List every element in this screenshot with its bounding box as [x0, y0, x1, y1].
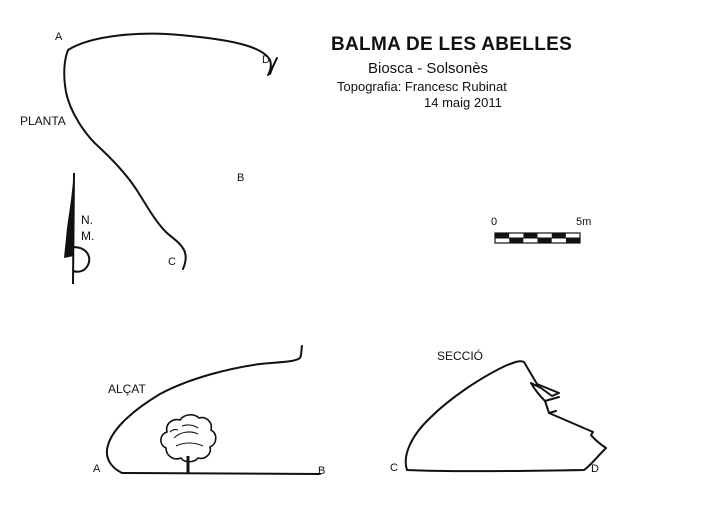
- plan-point-c: C: [168, 256, 176, 268]
- survey-title: BALMA DE LES ABELLES: [331, 34, 573, 55]
- elevation-point-a: A: [93, 463, 101, 475]
- scale-start-label: 0: [491, 216, 498, 228]
- scale-segment-bottom: [537, 238, 552, 243]
- section-outline: [404, 360, 607, 473]
- scale-segment-bottom: [565, 238, 580, 243]
- plan-point-b: B: [237, 172, 245, 184]
- section-point-d: D: [591, 463, 599, 475]
- scale-segment-top: [565, 233, 580, 238]
- scale-segment-top: [551, 233, 566, 238]
- plan-point-a: A: [55, 31, 63, 43]
- plan-point-d: D: [262, 54, 270, 66]
- scale-segment-top: [537, 233, 552, 238]
- scale-segment-top: [495, 233, 510, 238]
- section-label: SECCIÓ: [437, 349, 484, 363]
- survey-surveyor: Topografia: Francesc Rubinat: [337, 79, 507, 94]
- scale-segment-top: [523, 233, 538, 238]
- north-label-m: M.: [81, 229, 95, 243]
- section-point-c: C: [390, 462, 398, 474]
- elevation-outline: [105, 345, 321, 475]
- scale-end-label: 5m: [576, 216, 592, 228]
- survey-date: 14 maig 2011: [424, 95, 502, 110]
- tree-icon: [160, 414, 217, 473]
- scale-segment-bottom: [551, 238, 566, 243]
- survey-location: Biosca - Solsonès: [368, 60, 489, 77]
- elevation-point-b: B: [318, 465, 326, 477]
- scale-segment-bottom: [495, 238, 510, 243]
- plan-label: PLANTA: [20, 114, 66, 128]
- scale-segment-bottom: [509, 238, 524, 243]
- elevation-label: ALÇAT: [108, 382, 146, 396]
- north-arrow-icon: [64, 172, 91, 285]
- plan-outline: [63, 32, 278, 270]
- scale-segment-bottom: [523, 238, 538, 243]
- scale-segment-top: [509, 233, 524, 238]
- scale-bar: [494, 232, 581, 244]
- north-label-n: N.: [81, 213, 93, 227]
